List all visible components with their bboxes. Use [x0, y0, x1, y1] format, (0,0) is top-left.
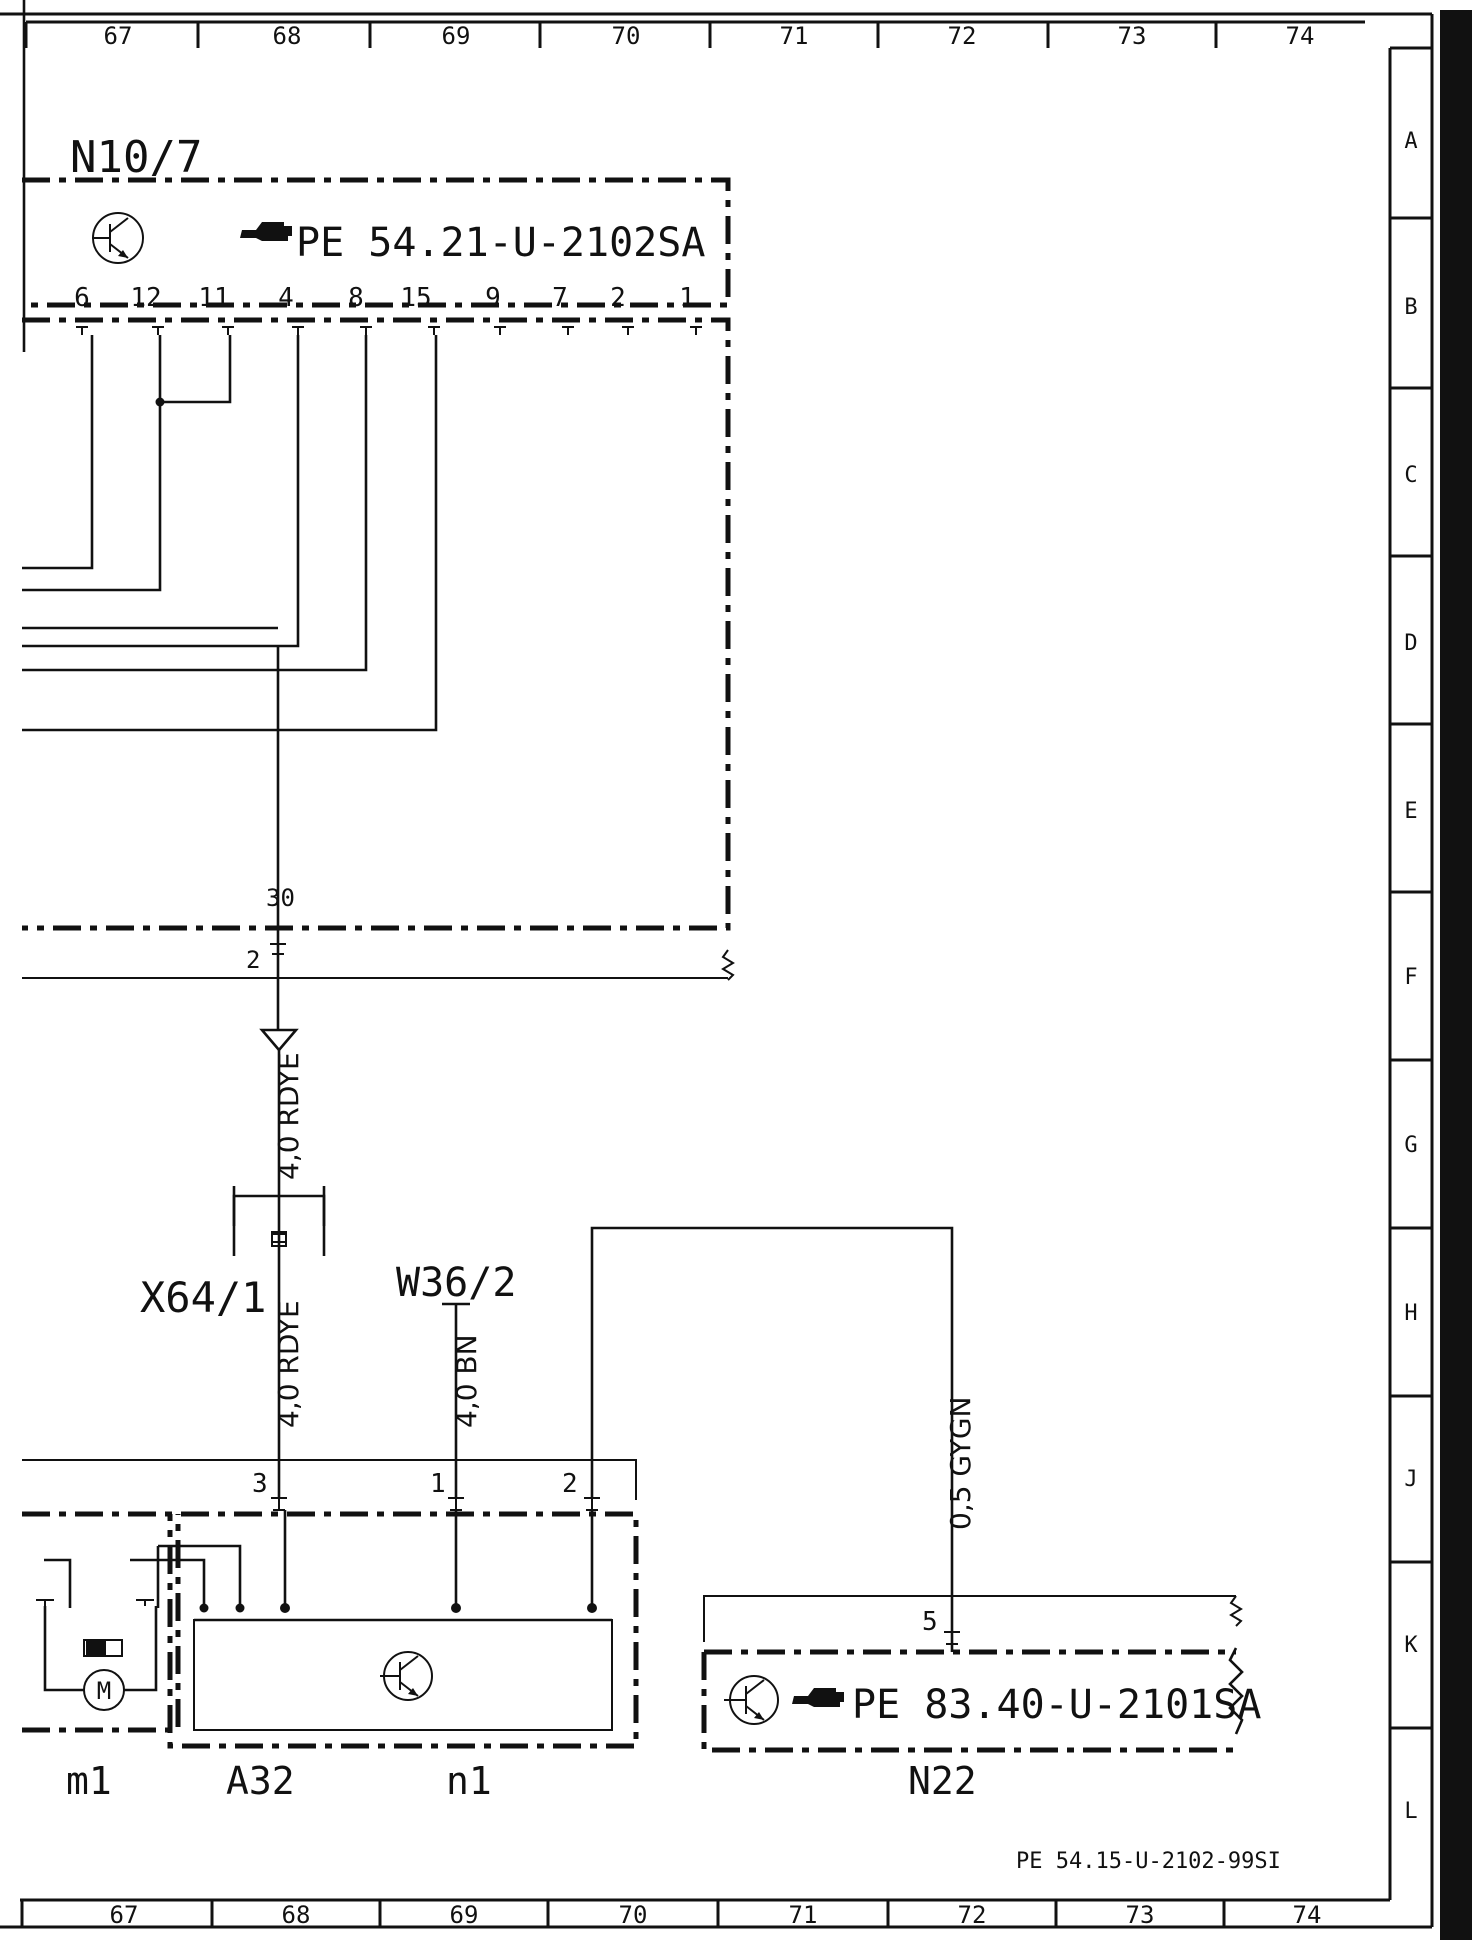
pin-label: 7: [552, 283, 568, 313]
col-label: 73: [1118, 22, 1147, 50]
component-w36-2: W36/2 4,0 BN: [396, 1260, 516, 1440]
col-label: 72: [948, 22, 977, 50]
wire-label-gygn: 0,5 GYGN: [944, 1397, 977, 1530]
row-label: L: [1404, 1799, 1417, 1824]
wire-label-rdye-lower: 4,0 RDYE: [272, 1300, 305, 1428]
ground-connection: 2: [22, 928, 735, 1180]
row-label: H: [1404, 1301, 1417, 1326]
pin-label: 15: [400, 283, 431, 313]
component-n22: 5 PE 83.40-U-2101SA N22: [701, 1595, 1261, 1803]
col-label: 72: [958, 1901, 987, 1929]
col-label: 70: [612, 22, 641, 50]
wire-gygn: 0,5 GYGN: [590, 1226, 977, 1630]
pin-label: 8: [348, 283, 364, 313]
component-label-w36-2: W36/2: [396, 1260, 516, 1306]
col-label: 73: [1126, 1901, 1155, 1929]
component-label-n10-7: N10/7: [70, 132, 202, 183]
col-label: 71: [789, 1901, 818, 1929]
row-label: C: [1404, 463, 1417, 488]
component-label-n22: N22: [908, 1759, 977, 1803]
pin-label: 2: [610, 283, 626, 313]
col-label: 71: [780, 22, 809, 50]
column-labels-bottom: 67 68 69 70 71 72 73 74: [110, 1901, 1322, 1929]
col-label: 69: [442, 22, 471, 50]
pin-label: 6: [74, 283, 90, 313]
reference-hand-icon: [240, 222, 292, 241]
wire-label-rdye-upper: 4,0 RDYE: [272, 1052, 305, 1180]
pin-label-2-f: 2: [246, 946, 260, 974]
row-label: K: [1404, 1633, 1418, 1658]
pin-label: 4: [278, 283, 294, 313]
row-label: A: [1404, 129, 1417, 154]
component-label-n1: n1: [446, 1759, 492, 1803]
component-label-m1: m1: [66, 1759, 112, 1803]
transistor-icon: [724, 1675, 779, 1725]
pin-label: 11: [198, 283, 229, 313]
sheet-frame: [0, 10, 1472, 1940]
svg-text:M: M: [97, 1677, 111, 1705]
pin-label-2-j: 2: [562, 1469, 578, 1499]
component-label-a32: A32: [226, 1759, 295, 1803]
row-label: E: [1404, 799, 1417, 824]
col-label: 74: [1286, 22, 1315, 50]
pin-label-3: 3: [252, 1469, 268, 1499]
row-label: B: [1404, 295, 1417, 320]
column-labels-top: 67 68 69 70 71 72 73 74: [104, 22, 1315, 50]
row-label: G: [1404, 1133, 1417, 1158]
component-a32: 3 1 2: [22, 1436, 639, 1803]
col-label: 70: [619, 1901, 648, 1929]
col-label: 68: [282, 1901, 311, 1929]
col-label: 67: [104, 22, 133, 50]
wire-label-bn: 4,0 BN: [450, 1334, 483, 1428]
pin-label-30: 30: [266, 884, 295, 912]
col-label: 74: [1293, 1901, 1322, 1929]
row-label: F: [1404, 965, 1417, 990]
pin-label-1: 1: [430, 1469, 446, 1499]
col-label: 68: [273, 22, 302, 50]
reference-n22: PE 83.40-U-2101SA: [852, 1682, 1261, 1728]
document-id: PE 54.15-U-2102-99SI: [1016, 1849, 1281, 1874]
row-labels: A B C D E F G H J K L: [1404, 129, 1418, 1824]
reference-hand-icon: [792, 1688, 844, 1707]
row-label: D: [1404, 631, 1417, 656]
reference-n10-7: PE 54.21-U-2102SA: [296, 220, 705, 266]
row-label: J: [1404, 1467, 1417, 1492]
component-n10-7: N10/7 PE 54.21-U-2102SA 6 12 11 4 8 15 9…: [22, 0, 731, 931]
pin-label: 9: [485, 283, 501, 313]
pin-label: 1: [679, 283, 695, 313]
component-label-x64-1: X64/1: [140, 1273, 266, 1322]
col-label: 67: [110, 1901, 139, 1929]
col-label: 69: [450, 1901, 479, 1929]
pin-label-5: 5: [922, 1607, 938, 1637]
motor-icon: M: [83, 1669, 125, 1711]
transistor-icon: [380, 1651, 433, 1701]
component-x64-1: X64/1: [140, 1180, 326, 1322]
pin-label: 12: [130, 283, 161, 313]
transistor-icon: [92, 212, 144, 264]
